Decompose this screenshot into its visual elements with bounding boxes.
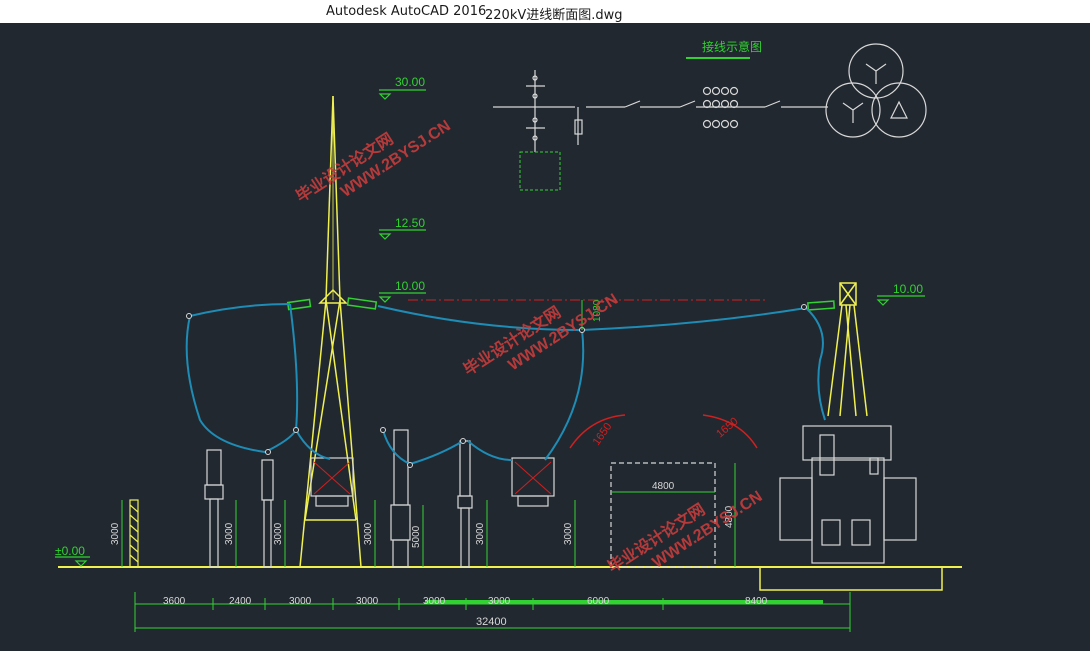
clearance-arc-right (702, 414, 758, 449)
elevation-markers (55, 89, 925, 567)
height-4: 3000 (475, 522, 486, 545)
watermark-1: 毕业设计论文网 WWW.2BYSJ.CN (292, 117, 453, 206)
schematic-title: 接线示意图 (702, 39, 762, 54)
elevation-beam: 10.00 (395, 279, 425, 293)
transformer-pit (759, 567, 943, 591)
insulator-strings (286, 297, 836, 311)
height-fence: 3000 (110, 522, 121, 545)
elevation-top: 30.00 (395, 75, 425, 89)
span-2: 2400 (229, 596, 252, 607)
span-7: 6000 (587, 596, 610, 607)
height-1: 3000 (224, 522, 235, 545)
wiring-schematic (493, 43, 927, 152)
equipment (204, 425, 917, 568)
watermark-2: 毕业设计论文网 WWW.2BYSJ.CN (460, 291, 621, 380)
box-height-label: 4800 (724, 505, 735, 528)
height-2: 3000 (273, 522, 284, 545)
sag-label: 1080 (592, 299, 603, 322)
gantry-structure (299, 95, 868, 568)
span-5: 3000 (423, 596, 446, 607)
app-name: Autodesk AutoCAD 2016 (326, 4, 487, 19)
clearance-arc-left (569, 414, 626, 449)
elevation-ground: ±0.00 (55, 544, 85, 558)
watermark-3: 毕业设计论文网 WWW.2BYSJ.CN (604, 488, 765, 577)
height-7: 5000 (411, 525, 422, 548)
height-3: 3000 (363, 522, 374, 545)
span-4: 3000 (356, 596, 379, 607)
elevation-beam-right: 10.00 (893, 282, 923, 296)
clearance-box (610, 462, 716, 568)
connection-points (186, 304, 807, 468)
clearance-label-right: 1650 (714, 415, 740, 440)
height-5: 3000 (563, 522, 574, 545)
conductors (185, 303, 826, 465)
elevation-mid: 12.50 (395, 216, 425, 230)
fence-post (129, 499, 139, 568)
total-span: 32400 (476, 616, 507, 628)
document-name: 220kV进线断面图.dwg (485, 8, 623, 23)
box-width-label: 4800 (652, 481, 675, 492)
height-dimensions (121, 500, 576, 567)
span-3: 3000 (289, 596, 312, 607)
span-1: 3600 (163, 596, 186, 607)
span-8: 8400 (745, 596, 768, 607)
title-bar: Autodesk AutoCAD 2016 220kV进线断面图.dwg (0, 0, 1090, 23)
drawing-canvas[interactable]: 接线示意图 (0, 23, 1090, 651)
span-6: 3000 (488, 596, 511, 607)
breaker-diagonals (313, 461, 552, 495)
box-dimensions (611, 463, 736, 567)
schematic-detail-box (519, 151, 561, 191)
